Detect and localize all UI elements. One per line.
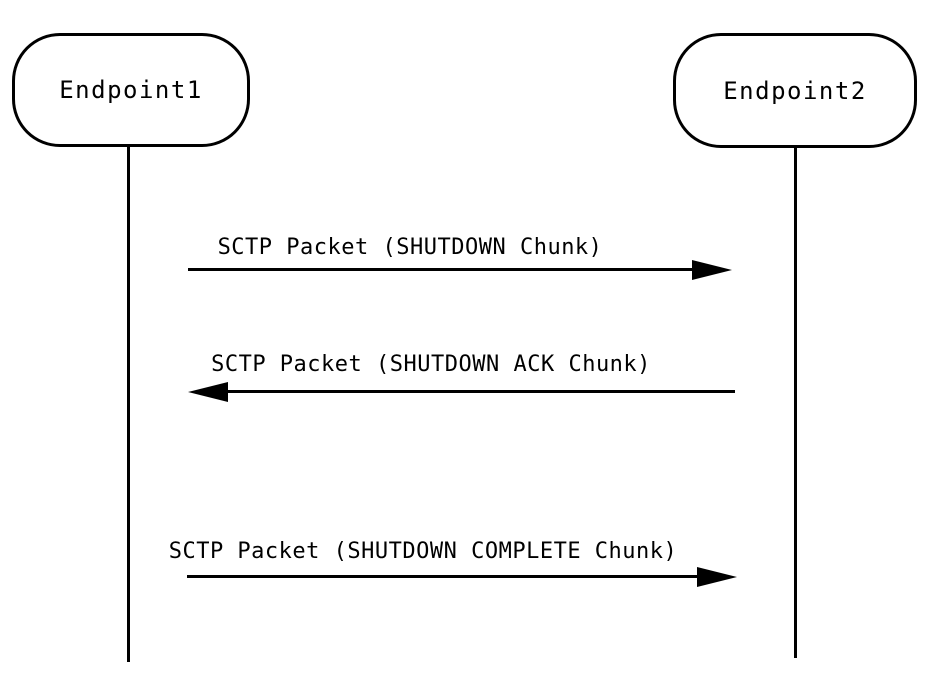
actor-box-endpoint2: Endpoint2 <box>673 33 917 148</box>
lifeline-endpoint2 <box>794 148 797 658</box>
message-line-shutdown-ack <box>226 390 735 393</box>
actor-label-endpoint1: Endpoint1 <box>59 76 203 104</box>
message-label-shutdown-complete: SCTP Packet (SHUTDOWN COMPLETE Chunk) <box>168 539 678 564</box>
actor-box-endpoint1: Endpoint1 <box>12 33 250 147</box>
arrowhead-left-icon <box>188 382 228 402</box>
arrowhead-right-icon <box>697 567 737 587</box>
message-line-shutdown <box>188 268 695 271</box>
lifeline-endpoint1 <box>127 147 130 662</box>
message-label-shutdown-ack: SCTP Packet (SHUTDOWN ACK Chunk) <box>211 352 651 377</box>
actor-label-endpoint2: Endpoint2 <box>723 76 867 105</box>
arrowhead-right-icon <box>692 260 732 280</box>
message-label-shutdown: SCTP Packet (SHUTDOWN Chunk) <box>217 235 603 260</box>
message-line-shutdown-complete <box>187 575 700 578</box>
